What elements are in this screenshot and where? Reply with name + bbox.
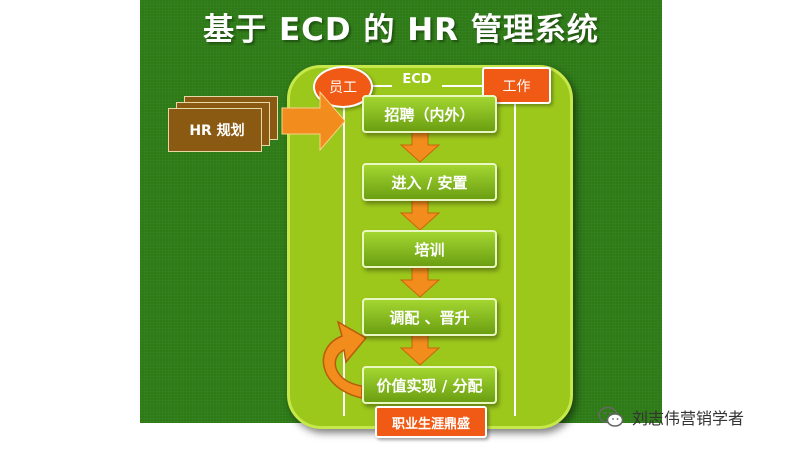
diagram-title: 基于 ECD 的 HR 管理系统: [203, 12, 599, 48]
down-arrow: [399, 331, 441, 366]
step-recruitment: 招聘（内外）: [362, 95, 497, 133]
wechat-icon: [598, 406, 624, 427]
left-frame-line: [343, 86, 345, 416]
step-onboarding: 进入 / 安置: [362, 163, 497, 201]
career-peak-box: 职业生涯鼎盛: [375, 406, 487, 438]
step-training: 培训: [362, 230, 497, 268]
step-transfer-promotion: 调配 、晋升: [362, 298, 497, 336]
down-arrow: [399, 128, 441, 163]
step-value-realization: 价值实现 / 分配: [362, 366, 497, 404]
curved-return-arrow: [322, 320, 368, 399]
watermark-text: 刘志伟营销学者: [632, 409, 745, 428]
hr-plan-arrow: [281, 90, 346, 152]
watermark: 刘志伟营销学者: [598, 405, 744, 429]
ecd-label: ECD: [392, 72, 442, 87]
right-frame-line: [514, 86, 516, 416]
hr-plan-document: HR 规划: [168, 96, 278, 158]
down-arrow: [399, 263, 441, 298]
document-page: [168, 108, 262, 152]
down-arrow: [399, 196, 441, 231]
hr-plan-label: HR 规划: [189, 123, 245, 139]
